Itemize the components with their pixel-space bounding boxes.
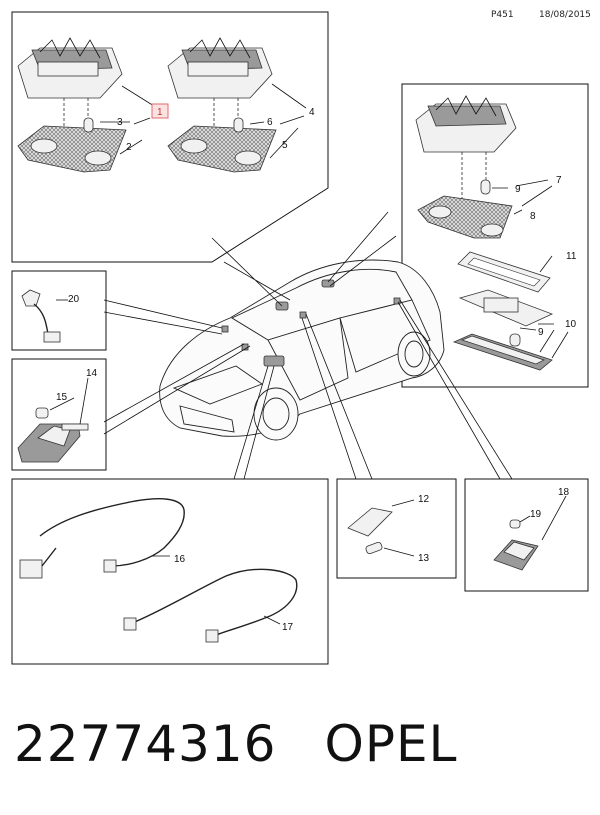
callout-9-bottom[interactable]: 9: [538, 327, 544, 338]
part-switch-assembly[interactable]: [458, 289, 554, 347]
part-lamp-18[interactable]: [493, 539, 539, 571]
page-code: P451: [491, 10, 514, 20]
part-harness-17[interactable]: [123, 568, 298, 643]
callout-9-top[interactable]: 9: [515, 184, 521, 195]
footer: 22774316 OPEL: [14, 715, 457, 773]
part-switch-14[interactable]: [17, 423, 89, 463]
callout-6[interactable]: 6: [267, 117, 273, 128]
part-lens-left[interactable]: [17, 125, 127, 173]
part-housing-10[interactable]: [452, 333, 553, 371]
callout-15[interactable]: 15: [56, 392, 68, 403]
selected-callout-box: [151, 103, 169, 119]
callout-18[interactable]: 18: [558, 487, 570, 498]
callout-7[interactable]: 7: [556, 175, 562, 186]
callout-2[interactable]: 2: [126, 142, 132, 153]
callout-12[interactable]: 12: [418, 494, 430, 505]
callout-11[interactable]: 11: [566, 251, 577, 262]
part-bulb-6[interactable]: [233, 117, 244, 133]
callout-14[interactable]: 14: [86, 368, 98, 379]
callout-13[interactable]: 13: [418, 553, 430, 564]
part-lens-12[interactable]: [347, 507, 393, 537]
connector-lines: [103, 211, 513, 480]
part-bulb-3[interactable]: [83, 117, 94, 133]
part-bezel-11[interactable]: [457, 251, 551, 293]
callout-20[interactable]: 20: [68, 294, 80, 305]
part-lens-8[interactable]: [417, 195, 513, 239]
panel-part-12: 12 13: [336, 478, 457, 579]
callout-8[interactable]: 8: [530, 211, 536, 222]
part-bulb-19[interactable]: [509, 519, 521, 529]
diagram-date: 18/08/2015: [539, 10, 591, 20]
callout-4[interactable]: 4: [309, 107, 315, 118]
callout-1[interactable]: 1: [157, 107, 163, 118]
brand-name: OPEL: [324, 715, 458, 773]
part-bulb-13[interactable]: [365, 541, 383, 555]
panel-wiring-harness: 16 17: [11, 478, 329, 665]
panel-part-14: 14 15: [11, 358, 107, 471]
panel-front-dome-lamps: 1 2 3 4 5 6: [11, 11, 329, 263]
panel-part-20: 20: [11, 270, 107, 351]
callout-19[interactable]: 19: [530, 509, 542, 520]
part-housing-left[interactable]: [17, 37, 123, 99]
part-lens-right[interactable]: [167, 125, 277, 173]
callout-3[interactable]: 3: [117, 117, 123, 128]
part-housing-7[interactable]: [415, 95, 517, 153]
part-bulb-9-top[interactable]: [480, 179, 491, 195]
part-housing-right[interactable]: [167, 37, 273, 99]
callout-16[interactable]: 16: [174, 554, 186, 565]
panel-part-18: 18 19: [464, 478, 589, 592]
part-bulb-15[interactable]: [35, 407, 49, 419]
callout-5[interactable]: 5: [282, 140, 288, 151]
callout-10[interactable]: 10: [565, 319, 577, 330]
part-harness-16[interactable]: [19, 498, 185, 579]
vehicle-illustration: [159, 259, 445, 441]
parts-diagram: 1 2 3 4 5 6: [11, 11, 589, 665]
callout-17[interactable]: 17: [282, 622, 294, 633]
part-lamp-20[interactable]: [21, 289, 61, 343]
part-number: 22774316: [14, 715, 277, 773]
